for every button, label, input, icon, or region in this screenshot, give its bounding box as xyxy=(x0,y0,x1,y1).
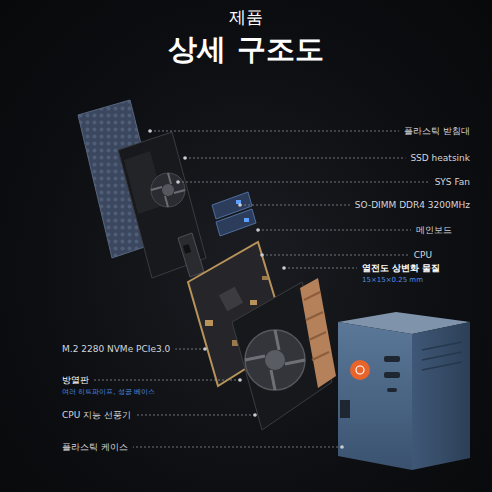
cpu-cooler xyxy=(232,278,336,430)
leader-line xyxy=(150,131,399,132)
leader-dot xyxy=(176,180,180,184)
leader-line xyxy=(94,380,240,381)
part-label: M.2 2280 NVMe PCIe3.0 xyxy=(62,344,170,354)
subtitle: 상세 구조도 xyxy=(168,33,323,66)
part-label: 플라스틱 받침대 xyxy=(404,126,470,136)
leader-dot xyxy=(260,253,264,257)
part-label: CPU 지능 선풍기 xyxy=(62,410,131,420)
leader-dot xyxy=(253,413,257,417)
leader-dot xyxy=(183,156,187,160)
leader-line xyxy=(175,349,205,350)
leader-dot xyxy=(340,445,344,449)
part-label: 메인보드 xyxy=(416,225,452,235)
note: 여러 히트파이프, 성공 베이스 xyxy=(62,388,155,396)
leader-dot xyxy=(238,378,242,382)
part-label: SYS Fan xyxy=(435,177,470,187)
part-label: 방열판 xyxy=(62,375,89,385)
leader-line xyxy=(240,205,350,206)
title: 제품 xyxy=(229,8,263,28)
leader-dot xyxy=(256,228,260,232)
plastic-case xyxy=(338,312,470,470)
leader-line xyxy=(133,447,342,448)
leader-dot xyxy=(203,347,207,351)
part-label: 플라스틱 케이스 xyxy=(62,442,128,452)
leader-line xyxy=(284,268,357,269)
leader-line xyxy=(136,415,255,416)
leader-line xyxy=(258,230,411,231)
ram-module xyxy=(212,192,256,236)
leader-dot xyxy=(148,129,152,133)
part-label: SSD heatsink xyxy=(410,153,470,163)
leader-line xyxy=(178,182,430,183)
leader-dot xyxy=(282,266,286,270)
leader-line xyxy=(262,255,409,256)
part-label: CPU xyxy=(414,250,432,260)
dimension: 15×15×0.25 mm xyxy=(362,276,423,284)
part-label: 열전도 상변화 물질 xyxy=(362,263,440,273)
leader-line xyxy=(185,158,405,159)
part-label: SO-DIMM DDR4 3200MHz xyxy=(355,200,470,210)
ssd-heatsink xyxy=(118,132,206,278)
leader-dot xyxy=(238,203,242,207)
m2-ssd xyxy=(178,233,204,277)
